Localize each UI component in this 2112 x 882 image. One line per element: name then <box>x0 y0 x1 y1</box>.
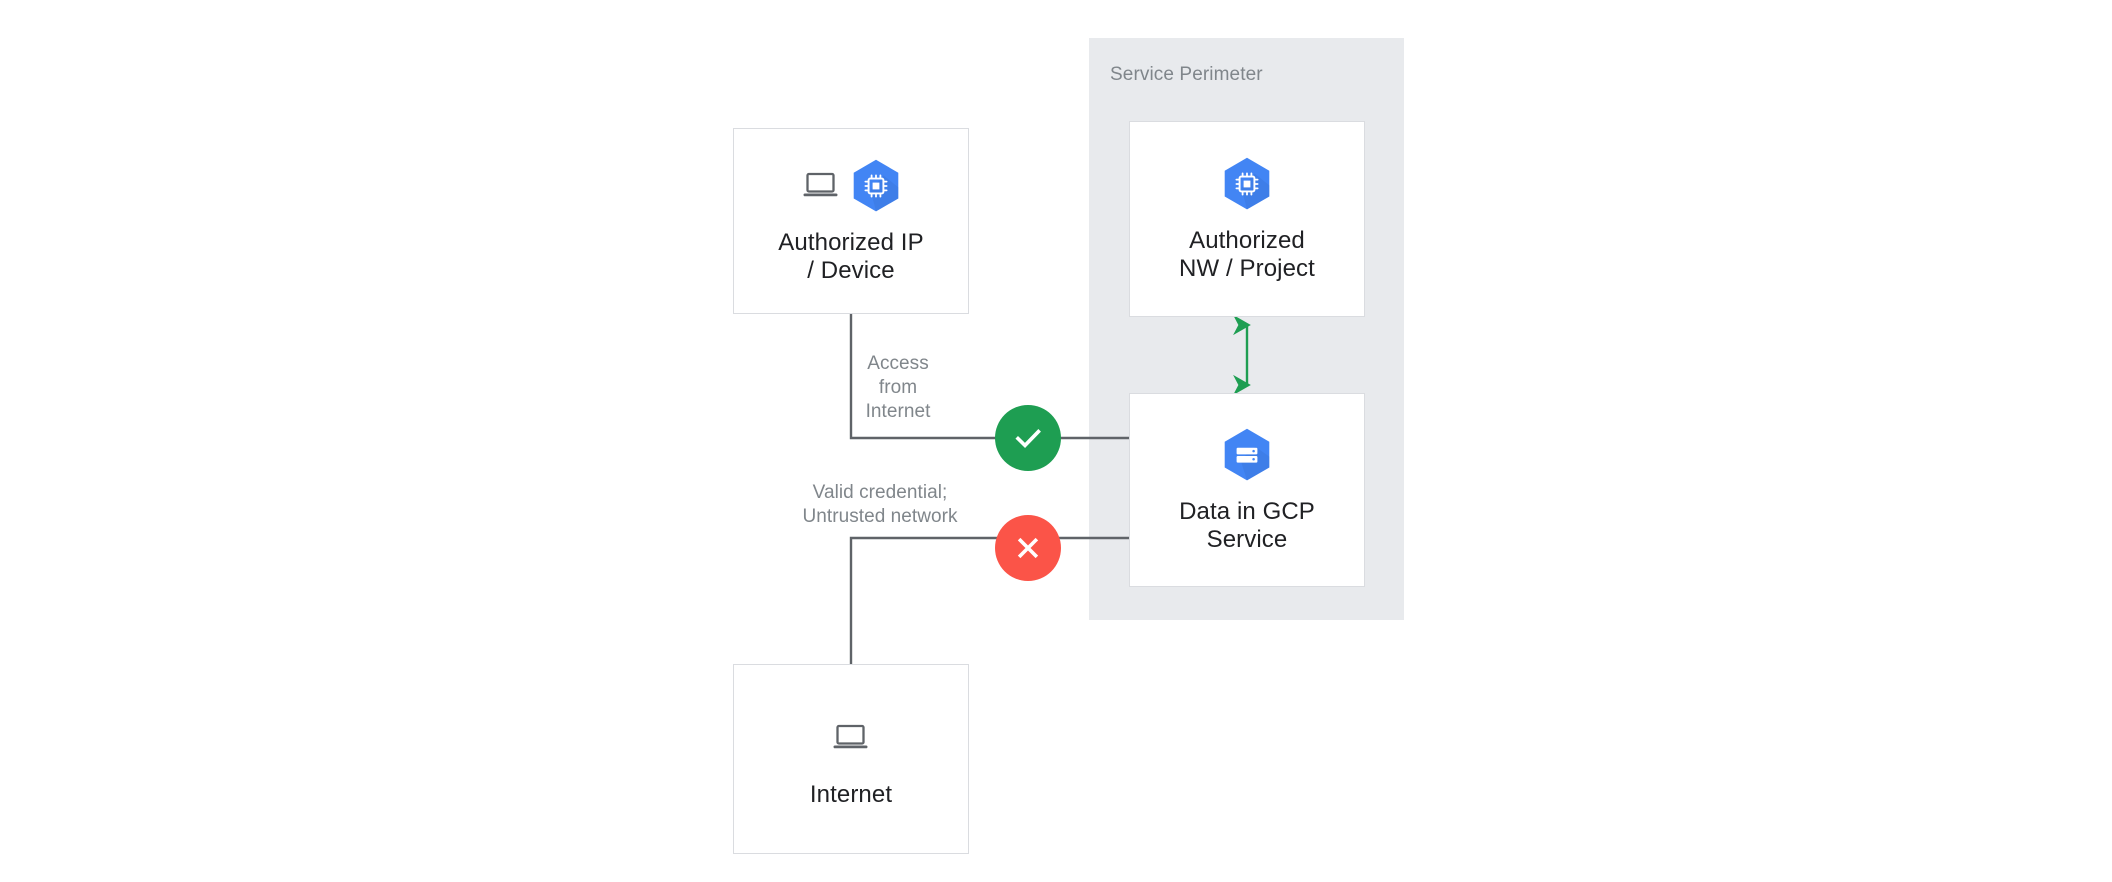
edge-label-valid-credential-untrusted-network: Valid credential; Untrusted network <box>802 482 958 528</box>
check-icon <box>1011 421 1045 455</box>
status-badge-deny[interactable] <box>995 515 1061 581</box>
node-internet[interactable]: Internet <box>733 664 969 854</box>
node-icon-group <box>1223 155 1271 213</box>
gcp-compute-hexagon-icon <box>1223 157 1271 211</box>
node-label-authorized-nw-project: Authorized NW / Project <box>1179 226 1315 282</box>
edge-denied-path-line <box>849 536 1129 664</box>
service-perimeter-label: Service Perimeter <box>1110 64 1263 85</box>
node-data-in-gcp-service[interactable]: Data in GCP Service <box>1129 393 1365 587</box>
node-icon-group <box>802 157 900 215</box>
node-icon-group <box>832 709 870 767</box>
edge-label-access-from-internet: Access from Internet <box>865 353 931 423</box>
laptop-icon <box>802 171 840 201</box>
status-badge-allow[interactable] <box>995 405 1061 471</box>
node-label-internet: Internet <box>809 780 893 808</box>
x-icon <box>1011 531 1045 565</box>
node-label-data-in-gcp-service: Data in GCP Service <box>1179 497 1315 553</box>
node-icon-group <box>1223 426 1271 484</box>
node-authorized-nw-project[interactable]: Authorized NW / Project <box>1129 121 1365 317</box>
gcp-compute-hexagon-icon <box>852 159 900 213</box>
laptop-icon <box>832 723 870 753</box>
gcp-storage-hexagon-icon <box>1223 428 1271 482</box>
node-label-authorized-ip-device: Authorized IP / Device <box>778 228 924 284</box>
node-authorized-ip-device[interactable]: Authorized IP / Device <box>733 128 969 314</box>
